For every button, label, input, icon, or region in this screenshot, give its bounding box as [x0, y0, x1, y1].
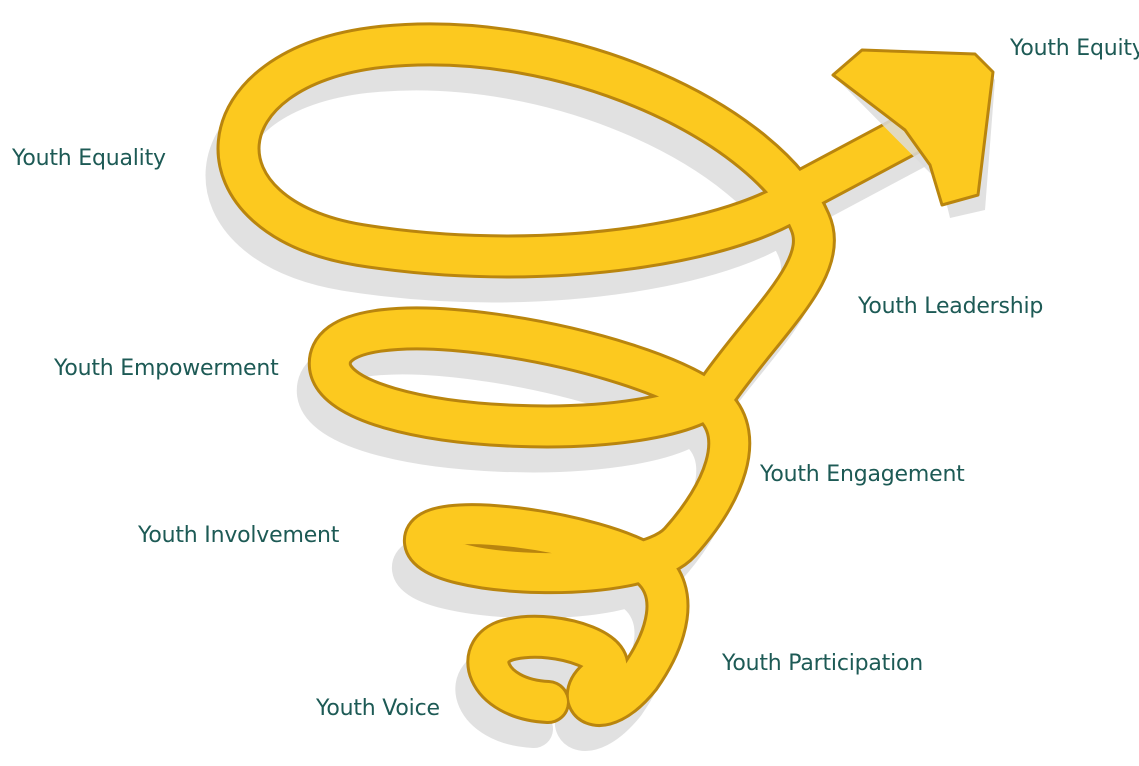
arrow-head	[831, 48, 995, 218]
stage-label-equality: Youth Equality	[12, 146, 166, 171]
stage-label-involvement: Youth Involvement	[138, 523, 340, 548]
spiral-fill	[219, 25, 979, 724]
stage-label-empowerment: Youth Empowerment	[54, 356, 279, 381]
stage-label-leadership: Youth Leadership	[858, 294, 1044, 319]
stage-label-voice: Youth Voice	[316, 696, 440, 721]
spiral-body	[216, 22, 982, 727]
stage-label-engagement: Youth Engagement	[760, 462, 965, 487]
stage-label-participation: Youth Participation	[722, 651, 924, 676]
stage-label-equity: Youth Equity	[1010, 36, 1139, 61]
arrow-head-shape	[831, 48, 995, 207]
